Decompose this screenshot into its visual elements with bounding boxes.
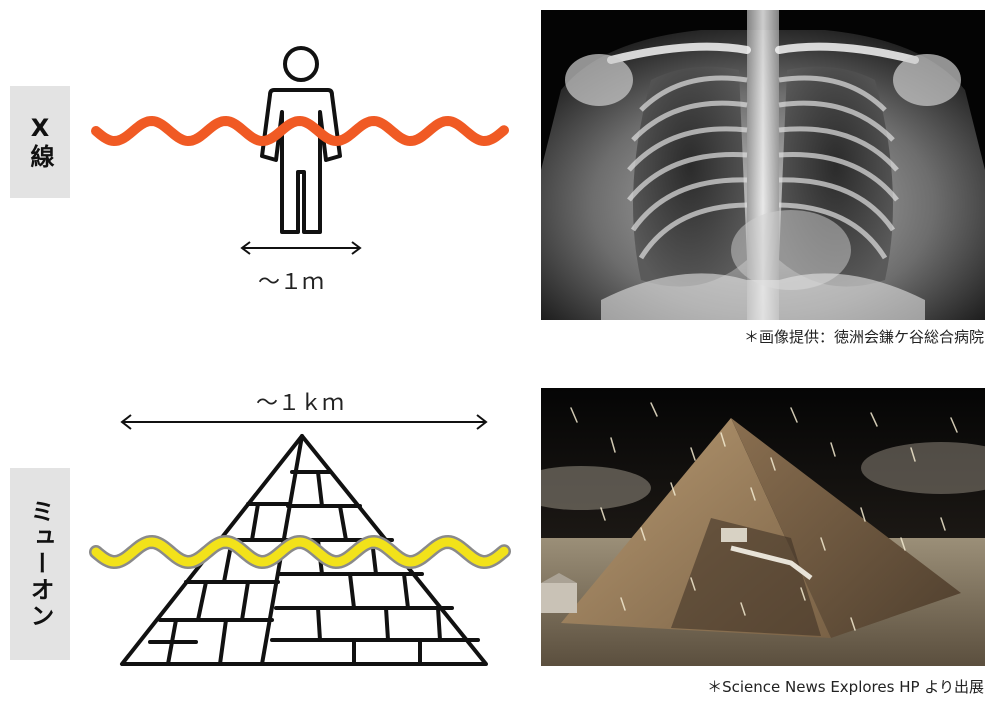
pyramid-muon-photo [541,388,985,666]
xray-wave [91,115,509,147]
muon-label: ミューオン [26,499,54,629]
scale-label-1m: ～１ｍ [258,270,325,295]
chest-xray-photo [541,10,985,320]
muon-wave [91,537,509,567]
double-arrow-icon [240,241,362,255]
scale-label-1km: ～１ｋｍ [256,391,345,416]
person-icon [260,46,342,234]
double-arrow-icon-km [120,414,488,430]
diagram-drawings [89,46,511,666]
muon-label-box: ミューオン [10,468,70,660]
muon-caption: ＊Science News Explores HP より出展 [707,678,984,696]
xray-label-box: X線 [10,86,70,198]
xray-caption: ＊画像提供：徳洲会鎌ケ谷総合病院 [743,328,984,346]
xray-label: X線 [26,114,54,170]
